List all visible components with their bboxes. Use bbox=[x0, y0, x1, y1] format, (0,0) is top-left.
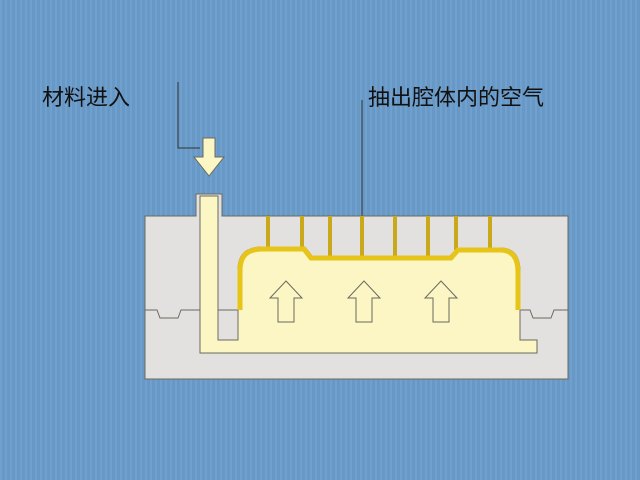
vent-hole bbox=[454, 216, 458, 250]
vent-hole bbox=[300, 216, 304, 248]
arrow-up-icon bbox=[346, 280, 382, 323]
vent-hole bbox=[488, 216, 492, 250]
film-layer bbox=[237, 246, 521, 310]
vent-hole bbox=[266, 216, 270, 248]
vent-hole bbox=[426, 216, 430, 258]
mold-core bbox=[217, 309, 239, 341]
arrow-up-icon bbox=[268, 280, 304, 323]
label-extract-air: 抽出腔体内的空气 bbox=[368, 86, 545, 111]
vent-hole bbox=[360, 216, 364, 258]
vent-hole bbox=[393, 216, 397, 258]
arrow-down-icon bbox=[192, 137, 226, 177]
label-material-in: 材料进入 bbox=[42, 86, 131, 111]
parting-line-left bbox=[145, 309, 200, 319]
leader-line-material bbox=[177, 82, 200, 149]
parting-line-right bbox=[520, 309, 568, 319]
vent-holes bbox=[266, 216, 492, 258]
arrow-up-icon bbox=[423, 280, 459, 323]
vent-hole bbox=[328, 216, 332, 258]
